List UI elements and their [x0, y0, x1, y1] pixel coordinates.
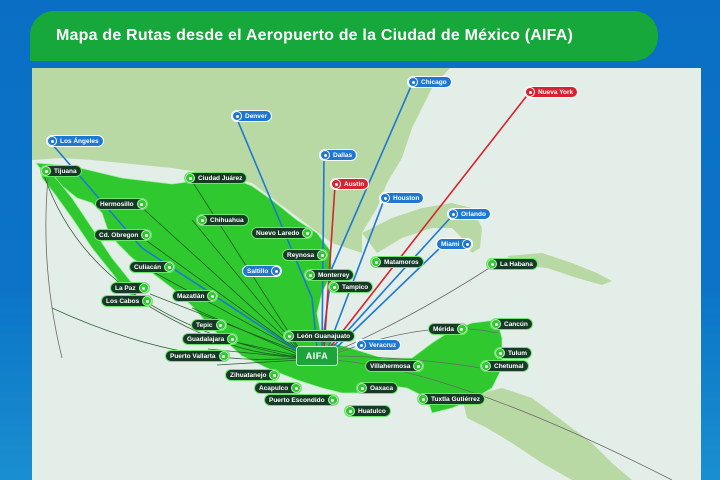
pin-icon: [495, 348, 505, 358]
pin-icon: [305, 270, 315, 280]
destination-dallas[interactable]: Dallas: [319, 149, 358, 161]
destination-los-angeles[interactable]: Los Ángeles: [46, 135, 104, 147]
destination-houston[interactable]: Houston: [379, 192, 425, 204]
pin-icon: [197, 215, 207, 225]
destination-monterrey[interactable]: Monterrey: [304, 269, 355, 281]
usa-land: [32, 68, 450, 253]
pin-icon: [371, 257, 381, 267]
destination-orlando[interactable]: Orlando: [447, 208, 491, 220]
pin-icon: [302, 228, 313, 238]
destination-puerto-escondido[interactable]: Puerto Escondido: [264, 394, 339, 406]
pin-icon: [525, 87, 535, 97]
destination-puerto-vallarta[interactable]: Puerto Vallarta: [165, 350, 230, 362]
pin-icon: [481, 361, 491, 371]
destination-los-cabos[interactable]: Los Cabos: [101, 295, 154, 307]
destination-merida[interactable]: Mérida: [428, 323, 468, 335]
pin-icon: [284, 331, 294, 341]
destination-zihuatanejo[interactable]: Zihuatanejo: [225, 369, 281, 381]
destination-tepic[interactable]: Tepic: [191, 319, 227, 331]
destination-chicago[interactable]: Chicago: [407, 76, 452, 88]
pin-icon: [141, 230, 152, 240]
destination-villahermosa[interactable]: Villahermosa: [365, 360, 425, 372]
destination-acapulco[interactable]: Acapulco: [254, 382, 303, 394]
destination-tijuana[interactable]: Tijuana: [40, 165, 82, 177]
pin-icon: [185, 173, 195, 183]
pin-icon: [320, 150, 330, 160]
pin-icon: [418, 394, 428, 404]
destination-matamoros[interactable]: Matamoros: [370, 256, 424, 268]
pin-icon: [331, 179, 341, 189]
pin-icon: [207, 291, 218, 301]
destination-tulum[interactable]: Tulum: [494, 347, 533, 359]
pin-icon: [448, 209, 458, 219]
destination-leon-guanajuato[interactable]: León Guanajuato: [283, 330, 356, 342]
destination-guadalajara[interactable]: Guadalajara: [182, 333, 239, 345]
pin-icon: [317, 250, 328, 260]
pin-icon: [41, 166, 51, 176]
destination-oaxaca[interactable]: Oaxaca: [356, 382, 399, 394]
destination-cancun[interactable]: Cancún: [490, 318, 533, 330]
pin-icon: [232, 111, 242, 121]
pin-icon: [462, 239, 473, 249]
hub-aifa[interactable]: AIFA: [296, 346, 338, 366]
pin-icon: [138, 283, 149, 293]
destination-saltillo[interactable]: Saltillo: [242, 265, 283, 277]
pin-icon: [357, 383, 367, 393]
page-title: Mapa de Rutas desde el Aeropuerto de la …: [30, 11, 658, 61]
destination-ciudad-juarez[interactable]: Ciudad Juárez: [184, 172, 248, 184]
pin-icon: [47, 136, 57, 146]
destination-miami[interactable]: Miami: [436, 238, 474, 250]
destination-hermosillo[interactable]: Hermosillo: [95, 198, 148, 210]
pin-icon: [491, 319, 501, 329]
pin-icon: [136, 199, 147, 209]
destination-huatulco[interactable]: Huatulco: [344, 405, 391, 417]
pin-icon: [380, 193, 390, 203]
destination-veracruz[interactable]: Veracruz: [355, 339, 402, 351]
pin-icon: [215, 320, 226, 330]
destination-austin[interactable]: Austin: [330, 178, 370, 190]
pin-icon: [413, 361, 424, 371]
destination-culiacan[interactable]: Culiacán: [129, 261, 176, 273]
destination-nuevo-laredo[interactable]: Nuevo Laredo: [251, 227, 314, 239]
pin-icon: [218, 351, 229, 361]
destination-la-paz[interactable]: La Paz: [110, 282, 150, 294]
pin-icon: [271, 266, 282, 276]
pin-icon: [269, 370, 280, 380]
pin-icon: [456, 324, 467, 334]
pin-icon: [142, 296, 153, 306]
pin-icon: [487, 259, 497, 269]
destination-la-habana[interactable]: La Habana: [486, 258, 538, 270]
destination-chetumal[interactable]: Chetumal: [480, 360, 529, 372]
destination-tampico[interactable]: Tampico: [328, 281, 374, 293]
destination-tuxtla-gutierrez[interactable]: Tuxtla Gutiérrez: [417, 393, 486, 405]
pin-icon: [164, 262, 175, 272]
destination-reynosa[interactable]: Reynosa: [282, 249, 329, 261]
destination-mazatlan[interactable]: Mazatlán: [172, 290, 219, 302]
pin-icon: [291, 383, 302, 393]
map-graphic: [32, 68, 673, 480]
pin-icon: [329, 282, 339, 292]
destination-denver[interactable]: Denver: [231, 110, 273, 122]
pin-icon: [356, 340, 366, 350]
pin-icon: [227, 334, 238, 344]
pin-icon: [327, 395, 338, 405]
central-america-land: [462, 388, 632, 480]
route-map: Los Ángeles Denver Chicago Nueva York Da…: [32, 68, 701, 480]
pin-icon: [345, 406, 355, 416]
destination-nueva-york[interactable]: Nueva York: [524, 86, 579, 98]
destination-cd-obregon[interactable]: Cd. Obregon: [94, 229, 153, 241]
pin-icon: [408, 77, 418, 87]
destination-chihuahua[interactable]: Chihuahua: [196, 214, 249, 226]
